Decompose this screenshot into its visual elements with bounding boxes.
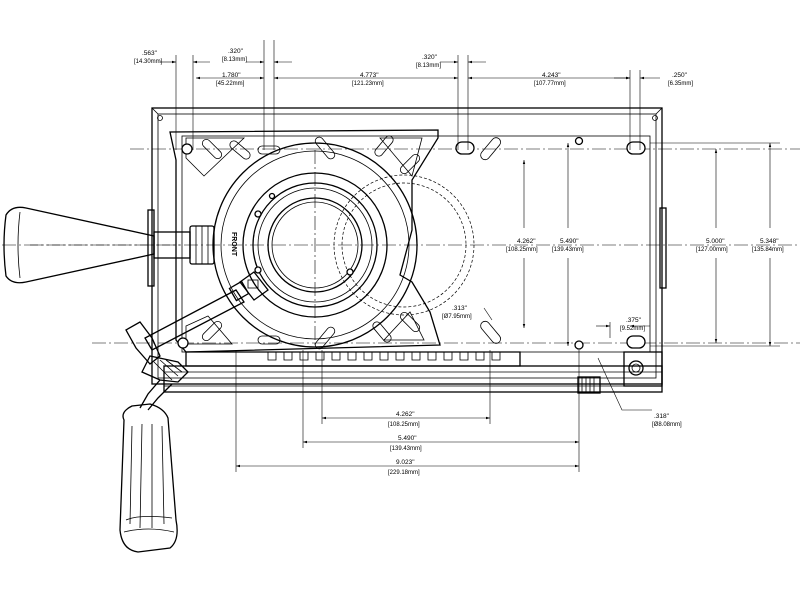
dim-1780-mm: [45.22mm] [216,81,245,87]
dim-320a-mm: [8.13mm] [222,57,247,63]
center-lines [30,148,800,345]
vertical-dimensions: 4.262" [108.25mm] 5.490" [139.43mm] 5.00… [506,142,784,347]
swivel-plate [169,129,441,353]
base-plate [147,107,667,385]
top-dimensions: .563" [14.30mm] .320" [8.13mm] 1.780" [4… [134,40,693,150]
dim-318-mm: [Ø8.08mm] [652,422,682,428]
dim-313-mm: [Ø7.95mm] [442,314,472,320]
lock-tab [239,271,269,301]
slide-rail [163,351,663,394]
dim-320b-mm: [8.13mm] [416,63,441,69]
dim-375-in: .375" [626,317,642,324]
dim-4262v-mm: [108.25mm] [506,247,538,253]
front-label: FRONT [230,232,237,257]
dim-5348-mm: [135.84mm] [752,247,784,253]
leader-dimensions: .313" [Ø7.95mm] .375" [9.52mm] .318" [Ø8… [442,305,682,428]
dim-313-in: .313" [452,305,468,312]
dim-320a-in: .320" [228,48,244,55]
dim-4773-in: 4.773" [360,72,379,79]
dim-563-mm: [14.30mm] [134,59,163,65]
swivel-lever-handle [2,206,215,284]
dim-5348-in: 5.348" [760,238,779,245]
base-slots [455,136,646,350]
dim-563-in: .563" [142,50,158,57]
hidden-swivel-envelope [333,174,475,316]
dim-375-mm: [9.52mm] [620,326,645,332]
dim-320b-in: .320" [422,54,438,61]
dim-5490v-in: 5.490" [560,238,579,245]
dim-5490v-mm: [139.43mm] [552,247,584,253]
dim-9023-in: 9.023" [396,459,415,466]
dim-4773-mm: [121.23mm] [352,81,384,87]
dim-9023-mm: [229.18mm] [388,470,420,476]
dim-1780-in: 1.780" [222,72,241,79]
dim-5000-mm: [127.00mm] [696,247,728,253]
dim-4243-in: 4.243" [542,72,561,79]
bottom-dimensions: 4.262" [108.25mm] 5.490" [139.43mm] 9.02… [235,350,580,476]
slide-release-lever [119,280,250,553]
dim-4262h-in: 4.262" [396,411,415,418]
swivel-slots [201,135,421,350]
dim-5000-in: 5.000" [706,238,725,245]
dim-4262v-in: 4.262" [517,238,536,245]
dim-318-in: .318" [654,413,670,420]
dim-250-mm: [6.35mm] [668,81,693,87]
dim-5490h-in: 5.490" [398,435,417,442]
dim-5490h-mm: [139.43mm] [390,446,422,452]
dim-4262h-mm: [108.25mm] [388,422,420,428]
bearing-assembly [212,142,418,348]
dim-250-in: .250" [672,72,688,79]
dim-4243-mm: [107.77mm] [534,81,566,87]
